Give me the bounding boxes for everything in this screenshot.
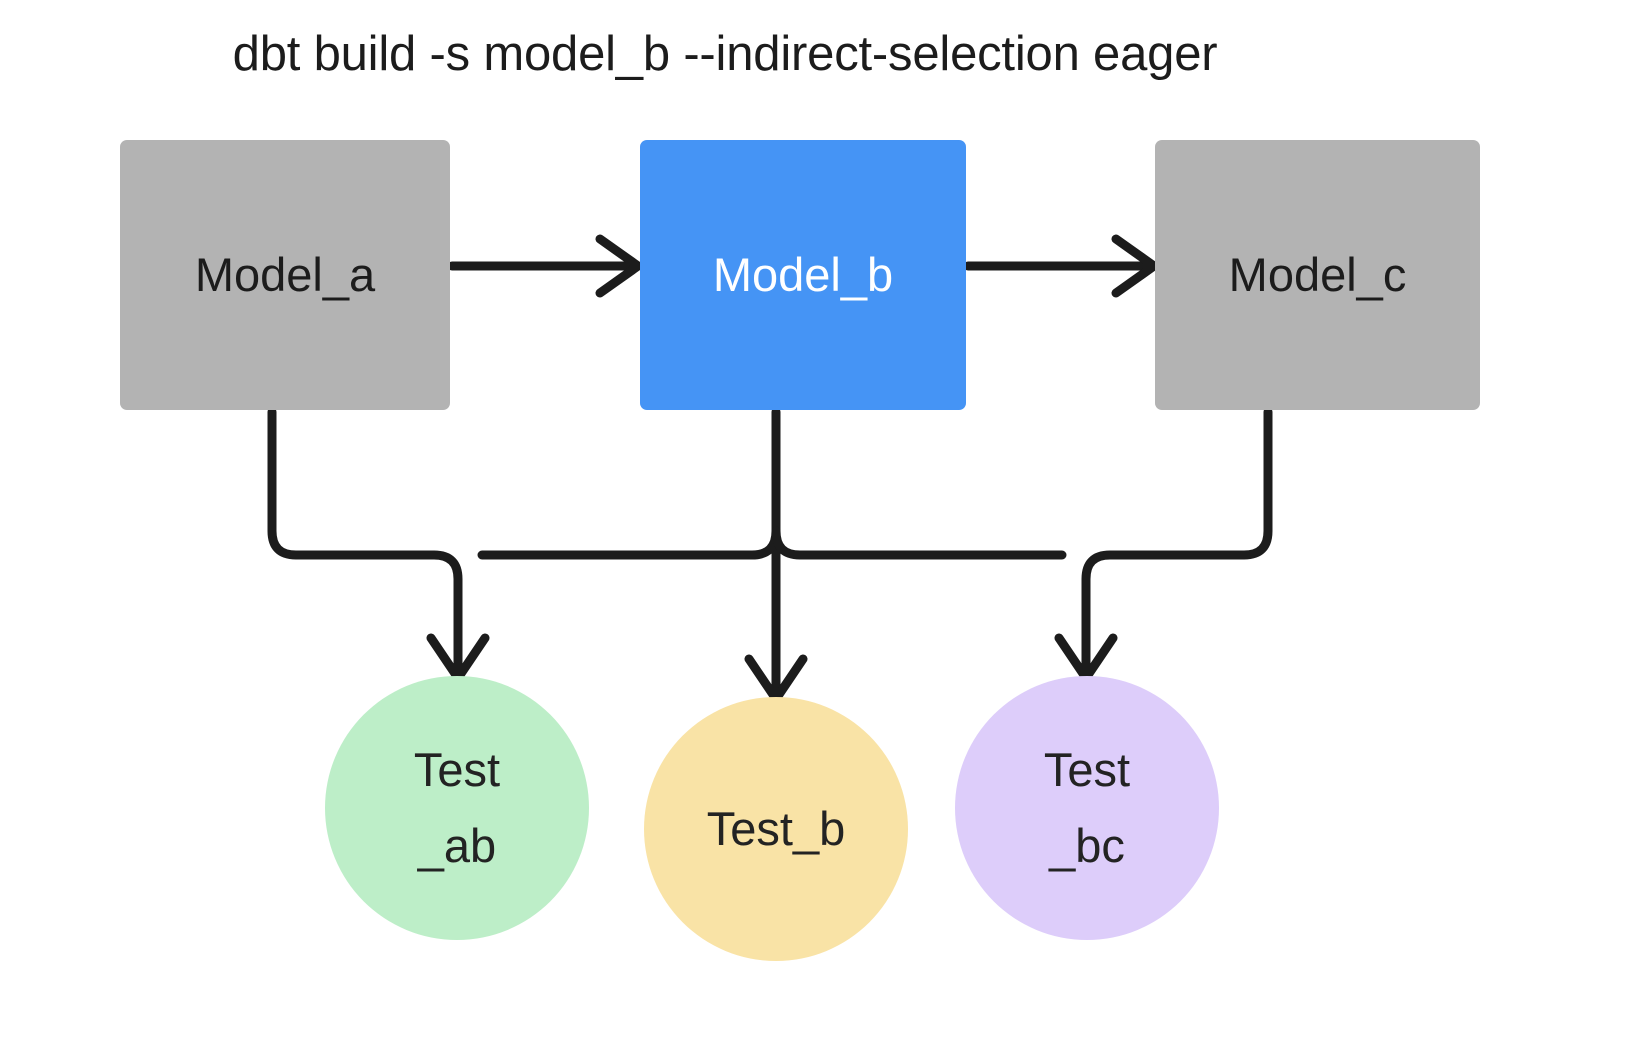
edge-model-a-to-model-b bbox=[447, 234, 643, 298]
node-test-ab-label-line1: Test bbox=[413, 742, 501, 796]
edge-model-a-to-test-ab bbox=[267, 407, 490, 683]
node-model-a[interactable]: Model_a bbox=[120, 140, 450, 410]
node-test-bc[interactable]: Test _bc bbox=[955, 676, 1219, 940]
node-model-b[interactable]: Model_b bbox=[640, 140, 966, 410]
node-test-bc-label-line1: Test bbox=[1043, 742, 1131, 796]
edge-model-b-to-test-b bbox=[744, 407, 808, 704]
node-test-ab[interactable]: Test _ab bbox=[325, 676, 589, 940]
node-model-c[interactable]: Model_c bbox=[1155, 140, 1480, 410]
node-model-c-label: Model_c bbox=[1228, 248, 1407, 302]
node-model-b-label: Model_b bbox=[712, 248, 894, 302]
node-test-b[interactable]: Test_b bbox=[644, 697, 908, 961]
edge-model-b-to-model-c bbox=[963, 234, 1159, 298]
node-test-bc-label-line2: _bc bbox=[1049, 819, 1125, 872]
node-model-a-label: Model_a bbox=[194, 248, 376, 302]
node-test-b-label-line1: Test_b bbox=[706, 801, 846, 855]
edge-model-c-to-test-bc bbox=[1054, 407, 1273, 683]
edge-model-b-to-test-ab bbox=[477, 526, 781, 560]
edge-model-b-to-test-bc bbox=[771, 526, 1067, 560]
node-test-ab-label-line2: _ab bbox=[417, 819, 497, 872]
diagram-title: dbt build -s model_b --indirect-selectio… bbox=[232, 27, 1218, 81]
